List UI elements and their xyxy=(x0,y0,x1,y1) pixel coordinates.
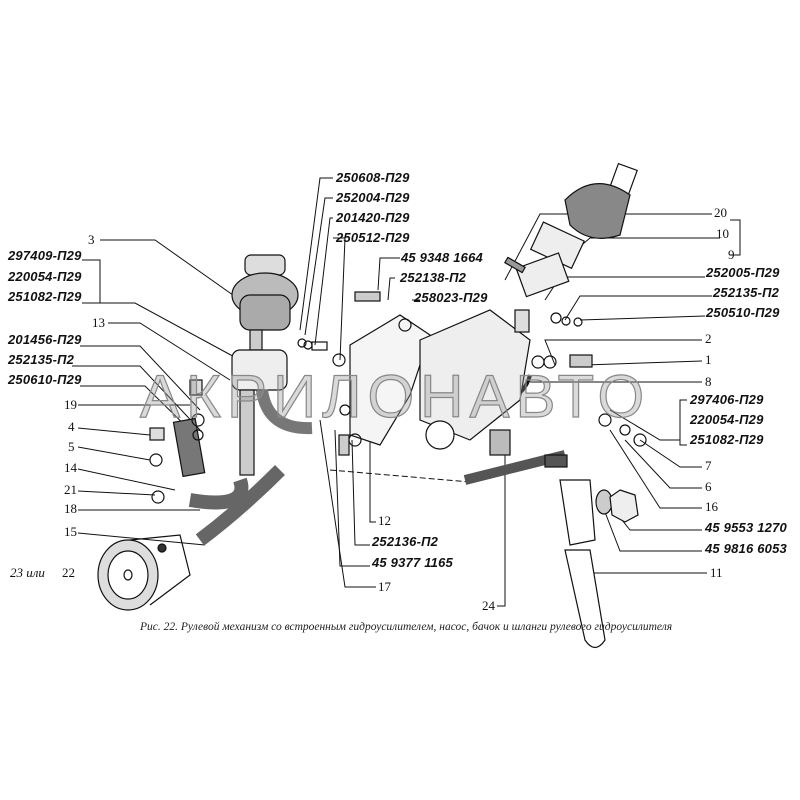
pump-drawing xyxy=(97,534,191,611)
part-number-label: 297406-П29 xyxy=(690,392,764,407)
part-number-label: 252135-П2 xyxy=(713,285,780,300)
callout-7: 7 xyxy=(705,458,712,473)
part-number-label: 220054-П29 xyxy=(690,412,764,427)
part-number-label: 252135-П2 xyxy=(8,352,75,367)
part-number-label: 250510-П29 xyxy=(706,305,780,320)
steering-column-drawing xyxy=(504,162,638,327)
callout-1: 1 xyxy=(705,352,712,367)
callout-19: 19 xyxy=(64,397,77,412)
part-number-label: 45 9816 6053 xyxy=(705,541,787,556)
steering-gear-drawing xyxy=(348,309,531,456)
callout-8: 8 xyxy=(705,374,712,389)
callout-3: 3 xyxy=(88,232,95,247)
part-number-label: 297409-П29 xyxy=(8,248,82,263)
part-number-label: 220054-П29 xyxy=(8,269,82,284)
reservoir-drawing xyxy=(231,254,313,476)
fasteners-drawing xyxy=(149,291,647,504)
part-number-label: 252004-П29 xyxy=(336,190,410,205)
callout-5: 5 xyxy=(68,439,75,454)
part-number-label: 258023-П29 xyxy=(414,290,488,305)
callout-22: 22 xyxy=(62,565,75,580)
callout-23-or: 23 или xyxy=(10,565,45,580)
callout-18: 18 xyxy=(64,501,77,516)
part-number-label: 45 9377 1165 xyxy=(372,555,453,570)
part-number-label: 251082-П29 xyxy=(8,289,82,304)
callout-13: 13 xyxy=(92,315,105,330)
pitman-arm-drawing xyxy=(559,479,639,649)
part-number-label: 250610-П29 xyxy=(8,372,82,387)
part-number-label: 45 9553 1270 xyxy=(705,520,787,535)
part-number-label: 252136-П2 xyxy=(372,534,439,549)
part-number-label: 252005-П29 xyxy=(706,265,780,280)
callout-16: 16 xyxy=(705,499,718,514)
figure-caption: Рис. 22. Рулевой механизм со встроенным … xyxy=(140,621,673,633)
watermark: АКРИЛОНАВТО xyxy=(139,362,651,430)
callout-12: 12 xyxy=(378,513,391,528)
part-number-label: 251082-П29 xyxy=(690,432,764,447)
part-number-label: 201456-П29 xyxy=(8,332,82,347)
part-number-label: 250512-П29 xyxy=(336,230,410,245)
callout-6: 6 xyxy=(705,479,712,494)
part-number-label: 201420-П29 xyxy=(336,210,410,225)
callout-15: 15 xyxy=(64,524,77,539)
part-number-label: 250608-П29 xyxy=(336,170,410,185)
callout-9: 9 xyxy=(728,247,735,262)
callout-20: 20 xyxy=(714,205,727,220)
callout-17: 17 xyxy=(378,579,391,594)
callout-2: 2 xyxy=(705,331,712,346)
callout-4: 4 xyxy=(68,419,75,434)
callout-10: 10 xyxy=(716,226,729,241)
callout-11: 11 xyxy=(710,565,723,580)
callout-21: 21 xyxy=(64,482,77,497)
part-number-label: 45 9348 1664 xyxy=(401,250,483,265)
part-number-label: 252138-П2 xyxy=(400,270,467,285)
callout-14: 14 xyxy=(64,460,77,475)
callout-24: 24 xyxy=(482,598,495,613)
